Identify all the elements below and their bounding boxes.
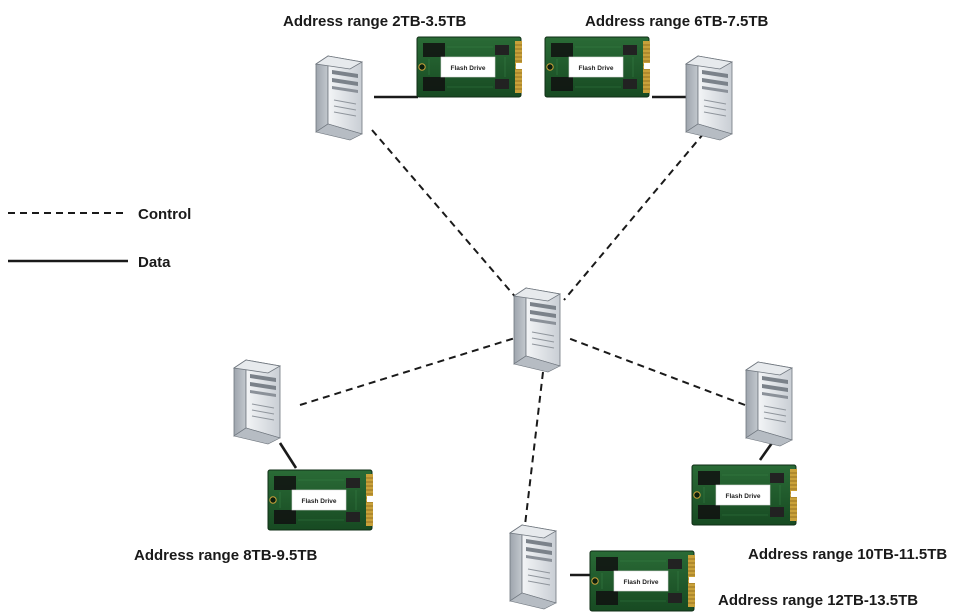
control-link-bottom: [524, 371, 544, 526]
server-icon: [509, 524, 557, 610]
address-range-label: Address range 12TB-13.5TB: [718, 592, 918, 609]
node-top-right: Flash Drive Address range 6TB-7.5TB: [544, 13, 769, 141]
server-icon: [513, 287, 561, 373]
flash-drive-icon: Flash Drive: [544, 36, 651, 98]
address-range-label: Address range 10TB-11.5TB: [748, 546, 947, 563]
flash-drive-label: Flash Drive: [450, 65, 485, 72]
control-link-mid-right: [567, 337, 746, 406]
flash-drive-label: Flash Drive: [623, 579, 658, 586]
address-range-label: Address range 8TB-9.5TB: [134, 547, 318, 564]
address-range-label: Address range 2TB-3.5TB: [283, 13, 467, 30]
server-icon: [315, 55, 363, 141]
flash-drive-label: Flash Drive: [725, 493, 760, 500]
data-link-mid-right: [758, 442, 774, 461]
flash-drive-icon: Flash Drive: [589, 550, 696, 612]
flash-drive-label: Flash Drive: [301, 498, 336, 505]
address-range-label: Address range 6TB-7.5TB: [585, 13, 769, 30]
node-top-left: Flash Drive Address range 2TB-3.5TB: [283, 13, 523, 141]
node-mid-left: Flash Drive Address range 8TB-9.5TB: [134, 359, 374, 564]
control-link-mid-left: [299, 337, 516, 406]
flash-drive-label: Flash Drive: [578, 65, 613, 72]
flash-drive-icon: Flash Drive: [416, 36, 523, 98]
flash-drive-icon: Flash Drive: [691, 464, 798, 526]
server-icon: [233, 359, 281, 445]
flash-drive-icon: Flash Drive: [267, 469, 374, 531]
legend: Control Data: [8, 206, 191, 271]
node-bottom: Flash Drive Address range 12TB-13.5TB: [509, 524, 918, 612]
node-mid-right: Flash Drive Address range 10TB-11.5TB: [691, 361, 947, 563]
data-link-mid-left: [278, 442, 298, 469]
legend-control-label: Control: [138, 206, 191, 223]
server-icon: [745, 361, 793, 447]
legend-data-label: Data: [138, 254, 171, 271]
control-link-top-right: [563, 132, 705, 301]
control-link-top-left: [371, 129, 519, 301]
central-server: [513, 287, 561, 373]
server-icon: [685, 55, 733, 141]
